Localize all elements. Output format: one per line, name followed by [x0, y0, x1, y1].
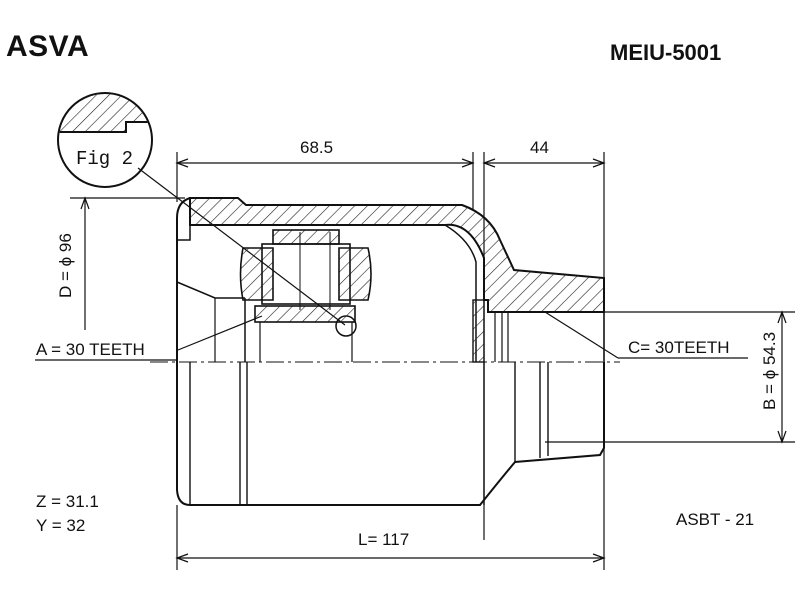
dimension-44: 44	[530, 138, 549, 157]
dimension-l-117: L= 117	[358, 530, 410, 549]
brand-logo-text: ASVA	[6, 30, 90, 63]
spec-y-value: Y = 32	[36, 516, 86, 535]
callout-leaders	[35, 311, 748, 361]
diameter-b-dimension	[545, 310, 795, 444]
fig-label: Fig 2	[76, 148, 134, 170]
callout-c-teeth: C= 30TEETH	[628, 338, 730, 357]
diameter-d-dimension	[70, 196, 185, 330]
lower-external-view	[176, 362, 605, 506]
callout-a-teeth: A = 30 TEETH	[36, 340, 145, 359]
dimension-b-54-3: B = ϕ 54.3	[760, 331, 779, 410]
spec-z-value: Z = 31.1	[36, 492, 99, 511]
fig2-detail-circle	[57, 92, 153, 188]
dimension-d-96: D = ϕ 96	[56, 233, 75, 298]
part-number: MEIU-5001	[610, 40, 722, 65]
dimension-68-5: 68.5	[300, 138, 334, 157]
drawing-code: ASBT - 21	[676, 510, 755, 529]
upper-section-view	[176, 197, 605, 363]
length-l-dimension	[175, 430, 606, 570]
